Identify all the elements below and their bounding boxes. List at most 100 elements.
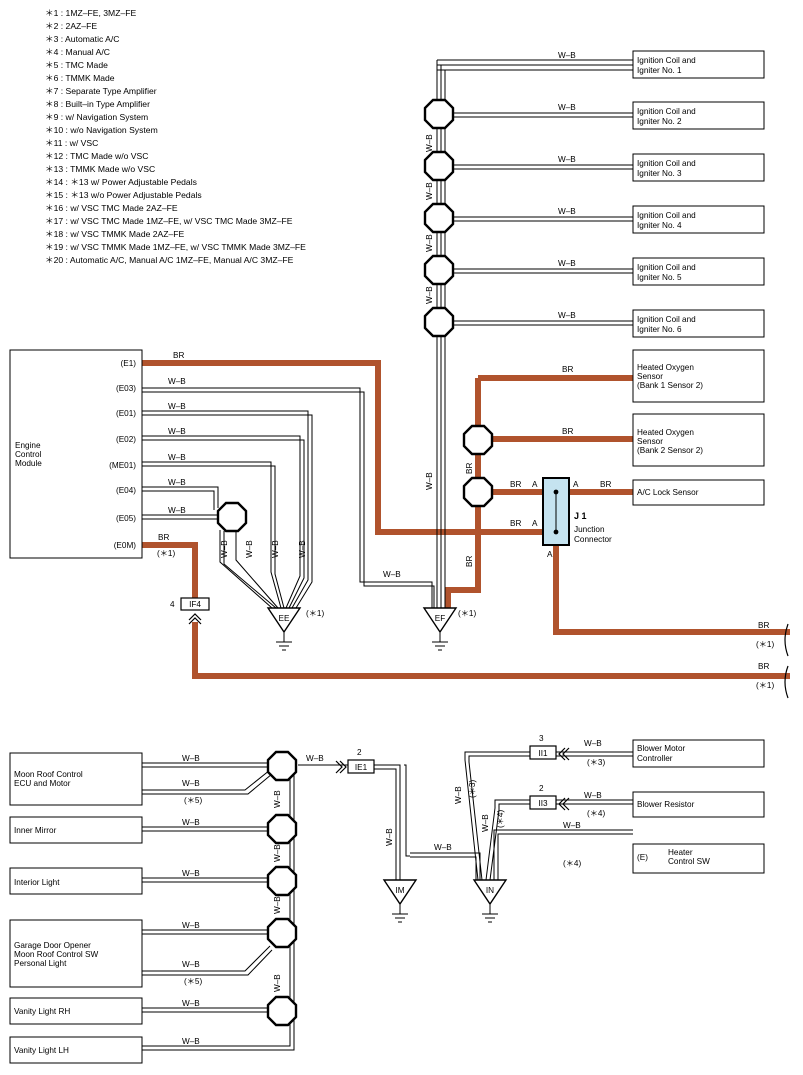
inline-connectors: IF4 4 IE1 2 II1 3 II3 2: [170, 597, 570, 811]
connector-ii3: II3 2: [529, 784, 570, 811]
coil-5-line-1: Ignition Coil and: [637, 263, 696, 272]
ecm: Engine Control Module (E1) (E03) (E01) (…: [9, 349, 143, 559]
if4-name: IF4: [189, 600, 201, 609]
br-label-ho2-2: BR: [562, 427, 573, 436]
ecm-pin-e04: (E04): [116, 486, 136, 495]
wb-label-body-v3: W–B: [273, 896, 282, 914]
wb-label-ie1: W–B: [306, 754, 324, 763]
connector-ii1: II1 3: [529, 734, 570, 761]
br-label-j1-in: BR: [510, 480, 521, 489]
br-label-ac-lock: BR: [600, 480, 611, 489]
wb-label-e04: W–B: [168, 478, 186, 487]
connector-ie1: IE1 2: [335, 748, 375, 774]
ground-in-label: IN: [486, 886, 494, 895]
wb-label-trunk-4: W–B: [425, 286, 434, 304]
cond-label-e0m: (＊1): [157, 549, 175, 558]
note-14: ＊14 : ＊13 w/ Power Adjustable Pedals: [45, 177, 197, 187]
ecm-pin-e02: (E02): [116, 435, 136, 444]
ho2-bank1-line-2: Sensor: [637, 372, 663, 381]
ie1-pin: 2: [357, 748, 362, 757]
inner-mirror-label: Inner Mirror: [14, 826, 57, 835]
ground-ee-label: EE: [279, 614, 290, 623]
wb-label-e05: W–B: [168, 506, 186, 515]
wb-label-body-v4: W–B: [273, 974, 282, 992]
coil-4-line-1: Ignition Coil and: [637, 211, 696, 220]
br-label-e1: BR: [173, 351, 184, 360]
wb-label-coil-4: W–B: [558, 207, 576, 216]
ground-in: IN: [472, 879, 508, 923]
j1-pin-a-3: A: [532, 519, 538, 528]
blower-resistor-label: Blower Resistor: [637, 800, 695, 809]
wb-label-ee-1: W–B: [220, 540, 229, 558]
wb-label-resistor: W–B: [584, 791, 602, 800]
ignition-coils: Ignition Coil and Igniter No. 1 Ignition…: [632, 50, 765, 338]
heater-pin-label: (E): [637, 853, 648, 862]
note-18: ＊18 : w/ VSC TMMK Made 2AZ–FE: [45, 229, 185, 239]
note-5: ＊5 : TMC Made: [45, 60, 108, 70]
wb-label-body-v1: W–B: [273, 790, 282, 808]
ground-ee: EE: [266, 607, 302, 651]
ho2-bank2-line-1: Heated Oxygen: [637, 428, 694, 437]
connector-if4: IF4 4: [170, 597, 210, 625]
wb-label-garage-2: W–B: [182, 960, 200, 969]
heater-sw-line-2: Control SW: [668, 857, 710, 866]
ecm-pin-e1: (E1): [121, 359, 137, 368]
if4-pin: 4: [170, 600, 175, 609]
blower-motor-line-1: Blower Motor: [637, 744, 686, 753]
note-16: ＊16 : w/ VSC TMC Made 2AZ–FE: [45, 203, 178, 213]
j1-pin-a-2: A: [573, 480, 579, 489]
heater-sw-line-1: Heater: [668, 848, 693, 857]
br-label-out-1: BR: [758, 621, 769, 630]
wb-label-e02: W–B: [168, 427, 186, 436]
garage-opener-line-3: Personal Light: [14, 959, 67, 968]
cond-label-resistor: (＊4): [587, 809, 605, 818]
ground-im: IM: [382, 879, 418, 923]
ho2-bank1-line-3: (Bank 1 Sensor 2): [637, 381, 703, 390]
cond-label-garage: (＊5): [184, 977, 202, 986]
note-1: ＊1 : 1MZ–FE, 3MZ–FE: [45, 8, 136, 18]
garage-opener-line-2: Moon Roof Control SW: [14, 950, 98, 959]
cond-label-mr: (＊5): [184, 796, 202, 805]
br-label-j1-e1: BR: [510, 519, 521, 528]
wb-label-trunk-3: W–B: [425, 234, 434, 252]
wb-label-coil-6: W–B: [558, 311, 576, 320]
moon-roof-ecu-line-1: Moon Roof Control: [14, 770, 83, 779]
note-2: ＊2 : 2AZ–FE: [45, 21, 97, 31]
cond-label-ii3-v: (＊4): [496, 810, 505, 828]
cond-label-ee: (＊1): [306, 609, 324, 618]
wb-label-vanity-rh: W–B: [182, 999, 200, 1008]
br-label-vert-2: BR: [465, 556, 474, 567]
coil-5-line-2: Igniter No. 5: [637, 273, 682, 282]
note-15: ＊15 : ＊13 w/o Power Adjustable Pedals: [45, 190, 202, 200]
coil-2-line-1: Ignition Coil and: [637, 107, 696, 116]
wb-label-vanity-lh: W–B: [182, 1037, 200, 1046]
ac-lock-sensor-label: A/C Lock Sensor: [637, 488, 699, 497]
moon-roof-ecu-line-2: ECU and Motor: [14, 779, 71, 788]
note-20: ＊20 : Automatic A/C, Manual A/C 1MZ–FE, …: [45, 255, 294, 265]
wire-break-marks: [784, 623, 789, 699]
note-17: ＊17 : w/ VSC TMC Made 1MZ–FE, w/ VSC TMC…: [45, 216, 293, 226]
blower-motor-line-2: Controller: [637, 754, 673, 763]
wb-label-ii3-v: W–B: [481, 814, 490, 832]
ho2-bank2-line-3: (Bank 2 Sensor 2): [637, 446, 703, 455]
note-3: ＊3 : Automatic A/C: [45, 34, 120, 44]
wb-label-coil-3: W–B: [558, 155, 576, 164]
wb-label-ef: W–B: [383, 570, 401, 579]
wb-label-im-in: W–B: [434, 843, 452, 852]
interior-light-label: Interior Light: [14, 878, 60, 887]
ground-im-label: IM: [395, 886, 404, 895]
j1-pin-a-1: A: [532, 480, 538, 489]
wb-wires-ecm-ee: [142, 410, 313, 609]
wb-label-im: W–B: [385, 828, 394, 846]
note-12: ＊12 : TMC Made w/o VSC: [45, 151, 148, 161]
grounds: EE EF IM IN: [266, 607, 508, 923]
ecm-title-3: Module: [15, 459, 42, 468]
wb-label-coil-5: W–B: [558, 259, 576, 268]
wb-label-garage-1: W–B: [182, 921, 200, 930]
ho2-bank2-line-2: Sensor: [637, 437, 663, 446]
wb-label-mirror: W–B: [182, 818, 200, 827]
note-7: ＊7 : Separate Type Amplifier: [45, 86, 157, 96]
ecm-pin-e05: (E05): [116, 514, 136, 523]
ecm-pin-e01: (E01): [116, 409, 136, 418]
